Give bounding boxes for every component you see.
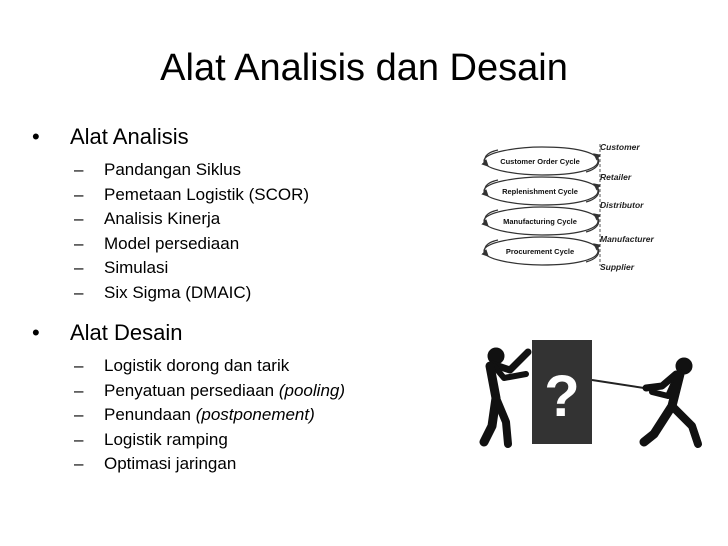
dash-icon: – <box>74 282 84 302</box>
list-item: – Logistik dorong dan tarik <box>74 354 345 379</box>
stage-label: Distributor <box>600 200 644 210</box>
stage-label: Retailer <box>600 172 632 182</box>
list-item-text: Model persediaan <box>104 233 240 253</box>
list-item-text: Analisis Kinerja <box>104 209 221 228</box>
dash-icon: – <box>74 160 84 179</box>
dash-icon: – <box>74 380 84 400</box>
cycle-ellipse: Replenishment Cycle <box>481 176 601 206</box>
list-item: –Pemetaan Logistik (SCOR) <box>74 183 309 208</box>
list-item-text: Logistik ramping <box>104 429 228 449</box>
tug-of-war-illustration: ? <box>479 340 702 448</box>
dash-icon: – <box>74 429 84 449</box>
list-item-text: Penundaan <box>104 405 196 424</box>
list-item-text: Six Sigma (DMAIC) <box>104 282 252 302</box>
list-item-text: Optimasi jaringan <box>104 454 237 473</box>
section-heading-alat-analisis: • Alat Analisis <box>32 124 189 150</box>
dash-icon: – <box>74 405 84 424</box>
dash-icon: – <box>74 184 84 204</box>
mystery-block <box>532 340 592 444</box>
design-tools-list: –Logistik dorong dan tarik –Penyatuan pe… <box>74 354 345 477</box>
rope <box>591 379 645 389</box>
list-item: –Penyatuan persediaan (pooling) <box>74 379 345 404</box>
list-item-emphasis: (postponement) <box>195 405 315 424</box>
section-heading-label: Alat Analisis <box>70 124 189 149</box>
cycle-label: Procurement Cycle <box>506 247 574 256</box>
section-heading-alat-desain: • Alat Desain <box>32 320 183 346</box>
section-heading-label: Alat Desain <box>70 320 183 345</box>
stage-label: Manufacturer <box>600 234 655 244</box>
list-item: – Penundaan (postponement) <box>74 403 345 428</box>
list-item-text: Simulasi <box>104 258 169 277</box>
cycle-ellipse: Customer Order Cycle <box>481 146 601 176</box>
cycle-ellipse: Manufacturing Cycle <box>481 206 601 236</box>
slide-title: Alat Analisis dan Desain <box>160 47 568 89</box>
bullet-icon: • <box>32 124 40 149</box>
list-item-text: Pemetaan Logistik (SCOR) <box>104 184 310 204</box>
list-item: – Analisis Kinerja <box>74 207 309 232</box>
cycle-label: Replenishment Cycle <box>502 187 578 196</box>
list-item: –Model persediaan <box>74 232 309 257</box>
list-item: – Optimasi jaringan <box>74 452 345 477</box>
bullet-icon: • <box>32 320 40 345</box>
cycle-label: Manufacturing Cycle <box>503 217 577 226</box>
supply-chain-cycle-diagram: Customer Order Cycle Replenishment Cycle… <box>481 142 655 272</box>
list-item-text: Logistik dorong dan tarik <box>104 356 290 375</box>
dash-icon: – <box>74 209 84 228</box>
dash-icon: – <box>74 258 84 277</box>
dash-icon: – <box>74 356 84 375</box>
stage-label: Supplier <box>600 262 635 272</box>
pulling-figure <box>639 357 702 448</box>
list-item: –Logistik ramping <box>74 428 345 453</box>
dash-icon: – <box>74 233 84 253</box>
question-mark-icon: ? <box>544 364 579 429</box>
list-item-text: Pandangan Siklus <box>104 160 242 179</box>
list-item: – Pandangan Siklus <box>74 158 309 183</box>
stage-label: Customer <box>600 142 640 152</box>
list-item-emphasis: (pooling) <box>278 380 346 400</box>
cycle-label: Customer Order Cycle <box>500 157 580 166</box>
list-item: –Six Sigma (DMAIC) <box>74 281 309 306</box>
pushing-figure <box>479 347 532 448</box>
list-item: – Simulasi <box>74 256 309 281</box>
dash-icon: – <box>74 454 84 473</box>
cycle-ellipse: Procurement Cycle <box>481 236 601 266</box>
list-item-text: Penyatuan persediaan <box>104 380 279 400</box>
analysis-tools-list: –Pandangan Siklus –Pemetaan Logistik (SC… <box>74 158 309 305</box>
